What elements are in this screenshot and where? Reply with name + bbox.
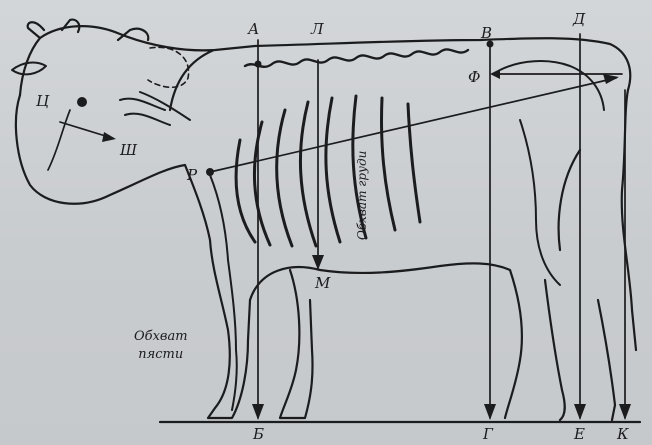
point-M-label: М [315, 276, 330, 291]
neck-vertebrae [120, 92, 190, 125]
body-outline [16, 26, 636, 418]
point-V-label: В [481, 26, 492, 41]
point-B-label: Б [253, 427, 264, 442]
point-D-label: Д [573, 12, 585, 27]
ear [12, 63, 46, 75]
point-Sh-label: Ш [120, 143, 137, 158]
spine [245, 49, 468, 66]
pastern-girth-line1: Обхват [134, 328, 188, 346]
point-Ts-label: Ц [36, 94, 49, 109]
pastern-girth-label: Обхват пясти [134, 328, 188, 363]
pelvis [500, 61, 604, 285]
point-R-label: Р [187, 168, 197, 183]
horn-dashed [148, 47, 189, 87]
point-G-label: Г [483, 427, 493, 442]
chest-girth-label: Обхват груди [355, 151, 369, 240]
point-F-label: Ф [468, 70, 480, 85]
head-outline [20, 20, 148, 95]
forelimb-bones [210, 175, 237, 410]
point-E-label: Е [574, 427, 585, 442]
point-A-label: А [248, 22, 259, 37]
ribs [236, 96, 420, 246]
pastern-girth-line2: пясти [134, 346, 188, 364]
point-K-label: К [617, 427, 629, 442]
eye [77, 97, 87, 107]
point-L-label: Л [311, 22, 324, 37]
belly-outline [250, 263, 522, 418]
